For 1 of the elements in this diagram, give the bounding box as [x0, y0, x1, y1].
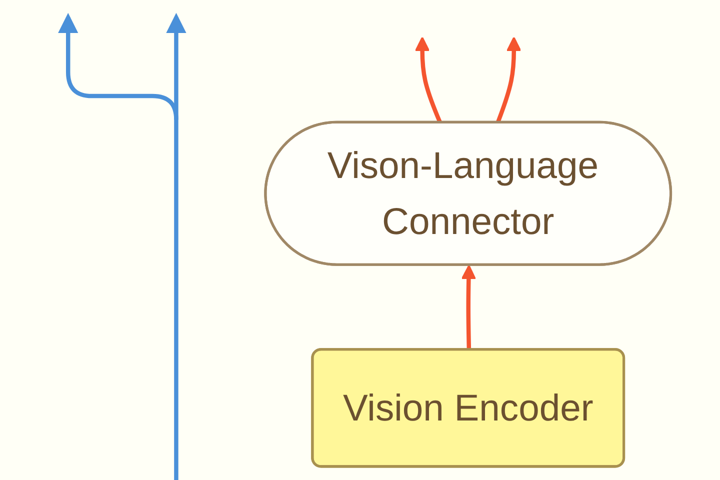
arrow — [461, 264, 476, 350]
